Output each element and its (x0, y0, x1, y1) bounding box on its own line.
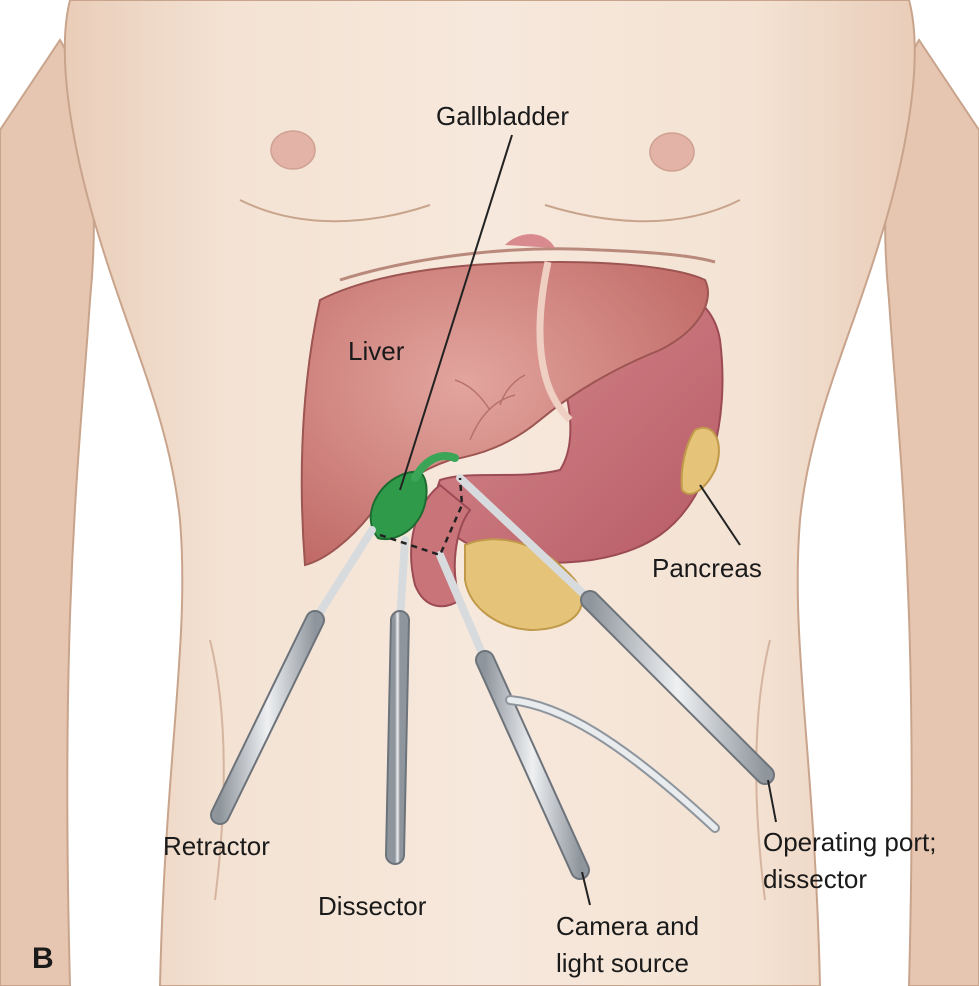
label-camera-line1: Camera and (556, 911, 699, 941)
label-pancreas: Pancreas (652, 553, 762, 583)
right-nipple (650, 133, 694, 171)
panel-letter: B (32, 942, 54, 975)
left-arm (0, 40, 94, 986)
left-nipple (271, 131, 315, 169)
label-operating-line1: Operating port; (763, 827, 936, 857)
label-dissector: Dissector (318, 891, 427, 921)
label-liver: Liver (348, 336, 405, 366)
label-retractor: Retractor (163, 831, 270, 861)
label-operating-line2: dissector (763, 864, 867, 894)
label-camera-line2: light source (556, 948, 689, 978)
label-gallbladder: Gallbladder (436, 101, 569, 131)
